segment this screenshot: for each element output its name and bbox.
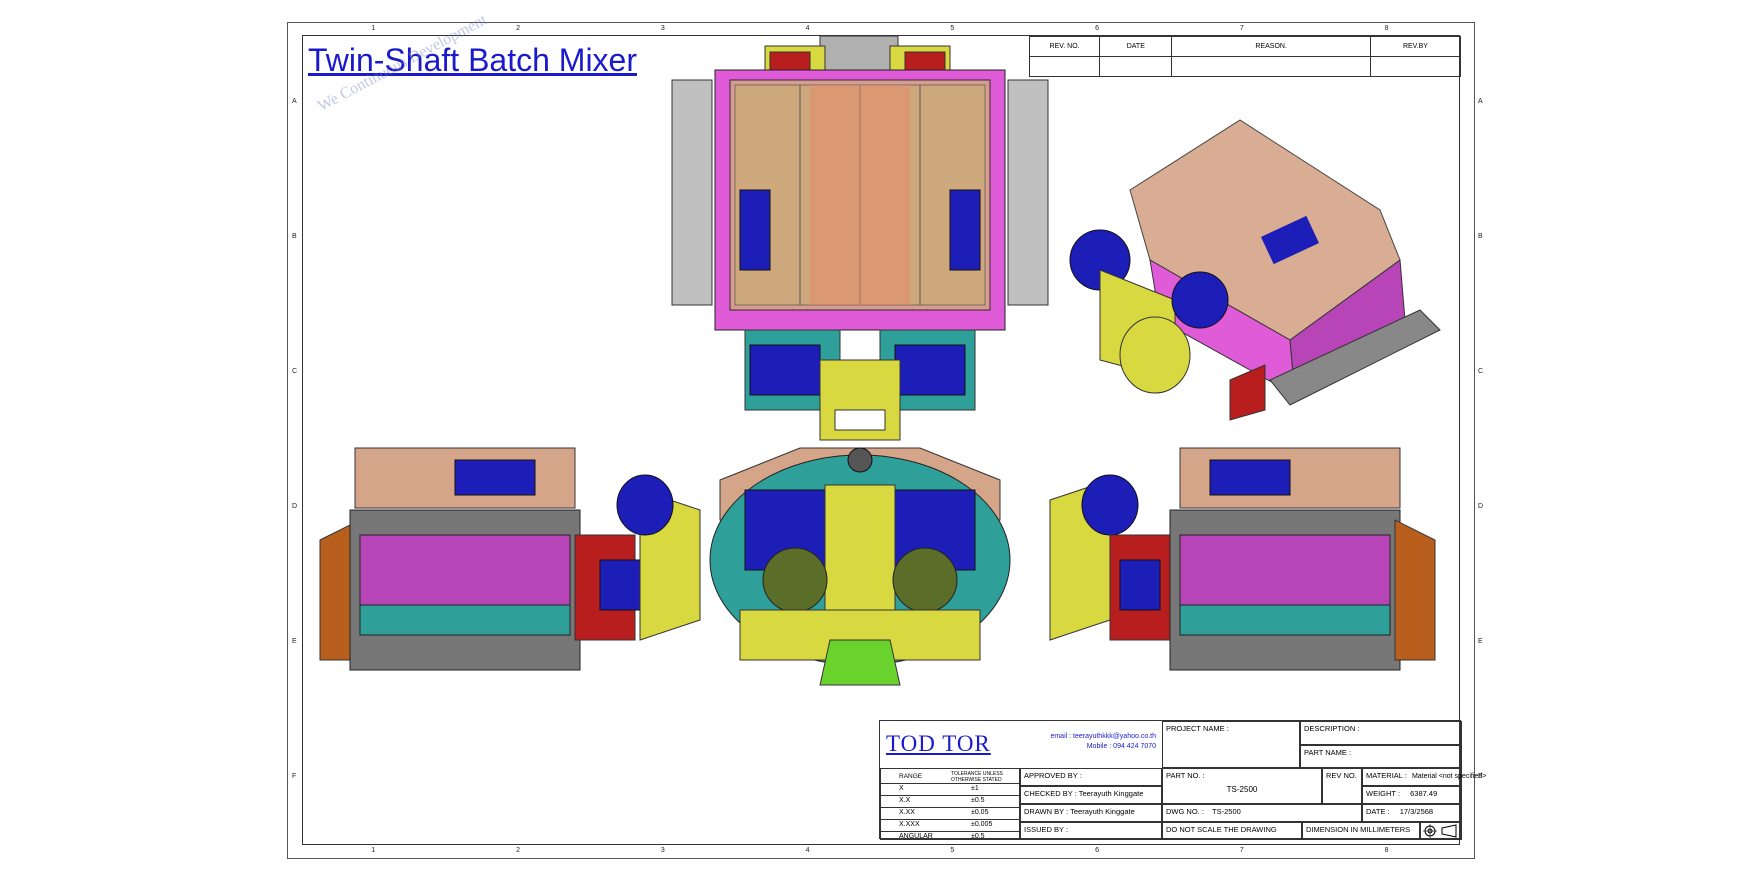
left-side-view [319, 447, 701, 671]
weight-value: 6387.49 [1410, 789, 1438, 798]
zone-row-label: B [1478, 232, 1483, 240]
zone-row-label: D [1478, 502, 1484, 510]
issued-by-cell: ISSUED BY : [1020, 822, 1162, 840]
weight-label: WEIGHT : [1366, 789, 1401, 798]
zone-column-label: 8 [1384, 847, 1389, 854]
tolerance-row: X.XX ±0.05 [881, 807, 1019, 820]
tolerance-range: X.XX [899, 809, 915, 816]
part-no-label: PART NO. : [1166, 771, 1205, 780]
tolerance-row: X.XXX ±0.005 [881, 819, 1019, 832]
range-header: RANGE [899, 773, 923, 780]
zone-row-label: E [292, 637, 297, 645]
material-value: Material <not specified> [1411, 773, 1487, 780]
tolerance-range: X.XXX [899, 821, 920, 828]
tolerance-value: ±0.05 [971, 809, 989, 816]
zone-column-label: 7 [1239, 847, 1244, 854]
tolerance-value: ±0.5 [971, 797, 985, 804]
units-note: DIMENSION IN MILLIMETERS [1302, 822, 1420, 840]
tolerance-range: X.X [899, 797, 911, 804]
project-name-cell: PROJECT NAME : [1162, 721, 1300, 768]
zone-row-label: B [292, 232, 297, 240]
zone-column-label: 1 [371, 25, 376, 32]
zone-row-label: A [292, 97, 297, 105]
part-name-cell: PART NAME : [1300, 745, 1462, 768]
contact-email: email : teerayuthkkk@yahoo.co.th [1050, 733, 1156, 740]
zone-row-label: E [1478, 637, 1483, 645]
zone-column-label: 4 [805, 25, 810, 32]
zone-column-label: 8 [1384, 25, 1389, 32]
isometric-view [1069, 119, 1441, 421]
tolerance-value: ±0.005 [971, 821, 993, 828]
revision-table: REV. NO. DATE REASON. REV.BY [1028, 36, 1462, 77]
material-label: MATERIAL : [1366, 771, 1407, 780]
rev-no-cell: REV NO. [1322, 768, 1362, 804]
zone-row-label: F [1478, 772, 1483, 780]
zone-column-label: 3 [660, 25, 665, 32]
tolerance-header: TOLERANCE UNLESS OTHERWISE STATED [951, 771, 1003, 783]
zone-row-label: A [1478, 97, 1483, 105]
zone-row-label: C [1478, 367, 1484, 375]
drawing-title: Twin-Shaft Batch Mixer [308, 42, 637, 78]
checked-by-cell: CHECKED BY : Teerayuth Kinggate [1020, 786, 1162, 804]
zone-column-label: 5 [950, 847, 955, 854]
approved-by-cell: APPROVED BY : [1020, 768, 1162, 786]
top-view [671, 35, 1049, 441]
dwg-no-cell: DWG NO. : TS-2500 [1162, 804, 1362, 822]
tolerance-range: X [899, 785, 904, 792]
zone-column-label: 5 [950, 25, 955, 32]
front-view [709, 447, 1011, 686]
part-no-cell: PART NO. : TS-2500 [1162, 768, 1322, 804]
dwg-no-value: TS-2500 [1212, 807, 1241, 816]
zone-column-label: 6 [1095, 25, 1100, 32]
material-cell: MATERIAL : Material <not specified> [1362, 768, 1486, 786]
zone-column-label: 3 [660, 847, 665, 854]
dwg-no-label: DWG NO. : [1166, 807, 1204, 816]
weight-cell: WEIGHT : 6387.49 [1362, 786, 1462, 804]
zone-column-label: 2 [516, 847, 521, 854]
zone-column-label: 2 [516, 25, 521, 32]
zone-row-label: C [292, 367, 298, 375]
tolerance-table: RANGE TOLERANCE UNLESS OTHERWISE STATED … [880, 768, 1020, 840]
tolerance-value: ±1 [971, 785, 979, 792]
date-cell: DATE : 17/3/2568 [1362, 804, 1462, 822]
date-label: DATE : [1366, 807, 1390, 816]
part-no-value: TS-2500 [1226, 785, 1258, 794]
tolerance-row: X.X ±0.5 [881, 795, 1019, 808]
title-block: TOD TOR email : teerayuthkkk@yahoo.co.th… [879, 720, 1486, 840]
tolerance-row: ANGULAR ±0.5 [881, 831, 1019, 840]
contact-mobile: Mobile : 094 424 7070 [1086, 743, 1156, 750]
date-value: 17/3/2568 [1399, 807, 1434, 816]
description-cell: DESCRIPTION : [1300, 721, 1462, 745]
tolerance-range: ANGULAR [899, 833, 933, 840]
tolerance-row: X ±1 [881, 783, 1019, 796]
zone-column-label: 6 [1095, 847, 1100, 854]
zone-column-label: 7 [1239, 25, 1244, 32]
drawn-by-cell: DRAWN BY : Teerayuth Kinggate [1020, 804, 1162, 822]
company-logo: TOD TOR [886, 731, 991, 756]
zone-row-label: F [292, 772, 297, 780]
right-side-view [1049, 447, 1436, 671]
zone-row-label: D [292, 502, 298, 510]
scale-note: DO NOT SCALE THE DRAWING [1162, 822, 1302, 840]
tolerance-value: ±0.5 [971, 833, 985, 840]
first-angle-projection-icon [1420, 822, 1462, 840]
zone-column-label: 4 [805, 847, 810, 854]
zone-column-label: 1 [371, 847, 376, 854]
